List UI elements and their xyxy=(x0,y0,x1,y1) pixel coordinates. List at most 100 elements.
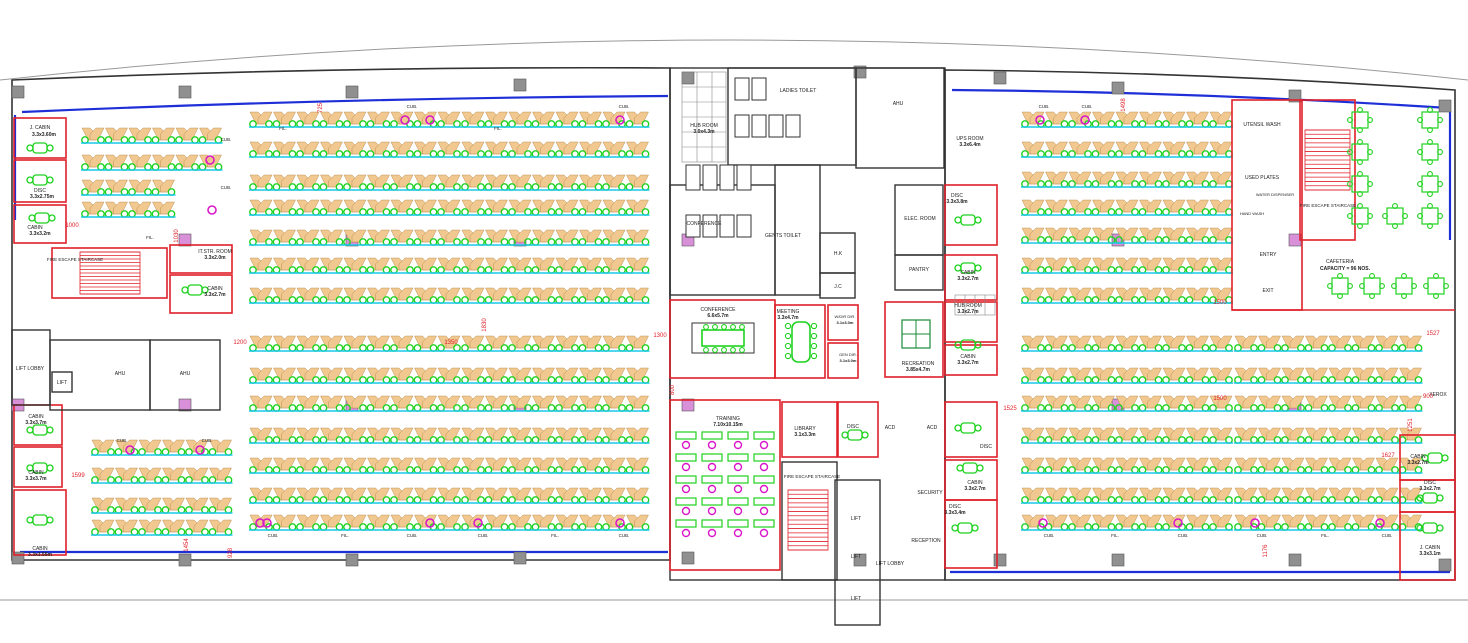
workstation-pod xyxy=(531,257,556,274)
chair xyxy=(1131,120,1139,128)
desk xyxy=(398,457,414,471)
desk xyxy=(540,174,555,188)
workstation-pod xyxy=(1068,171,1092,188)
chair xyxy=(1044,466,1053,474)
cabin-chair xyxy=(1421,454,1429,462)
workstation-pod xyxy=(1162,395,1186,412)
chair xyxy=(429,496,438,504)
chair xyxy=(1138,266,1147,274)
cabin-chair xyxy=(976,464,984,472)
cafeteria-chair xyxy=(1417,213,1423,219)
workstation-pod xyxy=(508,487,532,504)
desk xyxy=(136,127,152,141)
chair xyxy=(1107,120,1116,128)
desk xyxy=(398,287,414,301)
workstation-pod xyxy=(366,335,391,352)
chair xyxy=(312,120,320,128)
room-size: 3.3x2.7m xyxy=(957,276,979,282)
desk xyxy=(257,395,273,409)
chair xyxy=(1091,523,1100,531)
chair xyxy=(461,496,469,504)
desk xyxy=(1100,141,1115,155)
chair xyxy=(167,188,176,196)
workstation-pod xyxy=(185,467,209,484)
cub-label: CUB. xyxy=(221,137,232,142)
desk xyxy=(1383,427,1399,441)
desk xyxy=(1029,367,1045,381)
workstation-pod xyxy=(1162,227,1186,244)
workstation-pod xyxy=(272,335,297,352)
room-size: 3.3x3.7m xyxy=(25,476,47,482)
chair xyxy=(508,344,516,352)
desk xyxy=(1217,141,1233,155)
chair xyxy=(429,466,438,474)
chair xyxy=(555,376,563,384)
chair xyxy=(319,466,328,474)
chair xyxy=(249,344,257,352)
desk xyxy=(1217,367,1233,381)
chair xyxy=(484,436,493,444)
chair xyxy=(104,210,113,218)
magenta-chair xyxy=(255,518,265,528)
chair xyxy=(201,476,209,484)
chair xyxy=(161,528,170,536)
chair xyxy=(1084,266,1092,274)
chair xyxy=(1131,344,1139,352)
room-label: CABIN xyxy=(960,270,976,276)
chair xyxy=(437,523,445,531)
workstation-pod xyxy=(1209,367,1233,384)
chair xyxy=(1068,344,1076,352)
desk xyxy=(634,287,649,301)
desk xyxy=(587,111,602,125)
chair xyxy=(1185,208,1194,216)
conf-chair xyxy=(721,347,727,353)
desk xyxy=(170,519,185,533)
chair xyxy=(335,266,344,274)
desk xyxy=(1076,171,1092,185)
workstation-pod xyxy=(343,487,367,504)
chair xyxy=(477,208,485,216)
desk xyxy=(1289,514,1305,528)
workstation-pod xyxy=(1281,335,1305,352)
training-desk xyxy=(727,453,749,462)
desk xyxy=(634,199,649,213)
desk xyxy=(1217,111,1233,125)
chair xyxy=(1250,496,1258,504)
workstation-pod xyxy=(578,257,603,274)
chair xyxy=(547,238,556,246)
chair xyxy=(1115,150,1123,158)
desk xyxy=(257,257,273,271)
workstation-pod xyxy=(1162,427,1186,444)
chair xyxy=(618,496,626,504)
dim-label: 725 xyxy=(318,102,324,113)
magenta-chair xyxy=(1035,115,1045,125)
chair xyxy=(602,344,610,352)
desk xyxy=(1266,514,1281,528)
cafeteria-chair xyxy=(1443,283,1449,289)
chair xyxy=(1367,376,1376,384)
magenta-chair xyxy=(125,445,135,455)
desk xyxy=(587,514,602,528)
chair xyxy=(138,448,146,456)
chair xyxy=(625,436,634,444)
training-desk xyxy=(753,519,775,528)
chair xyxy=(578,296,587,304)
room-label: AHU xyxy=(115,371,126,377)
chair xyxy=(413,344,422,352)
chair xyxy=(1391,466,1399,474)
chair xyxy=(1225,466,1233,474)
training-desk xyxy=(701,497,723,506)
workstation-pod xyxy=(319,287,344,304)
chair xyxy=(406,238,414,246)
chair xyxy=(359,496,367,504)
chair xyxy=(359,238,367,246)
chair xyxy=(594,344,603,352)
workstation-pod xyxy=(1209,257,1233,274)
chair xyxy=(312,296,320,304)
chair xyxy=(1162,436,1170,444)
chair xyxy=(335,496,344,504)
cafeteria-chair xyxy=(1337,293,1343,299)
chair xyxy=(1037,150,1045,158)
chair xyxy=(312,466,320,474)
desk xyxy=(493,457,508,471)
